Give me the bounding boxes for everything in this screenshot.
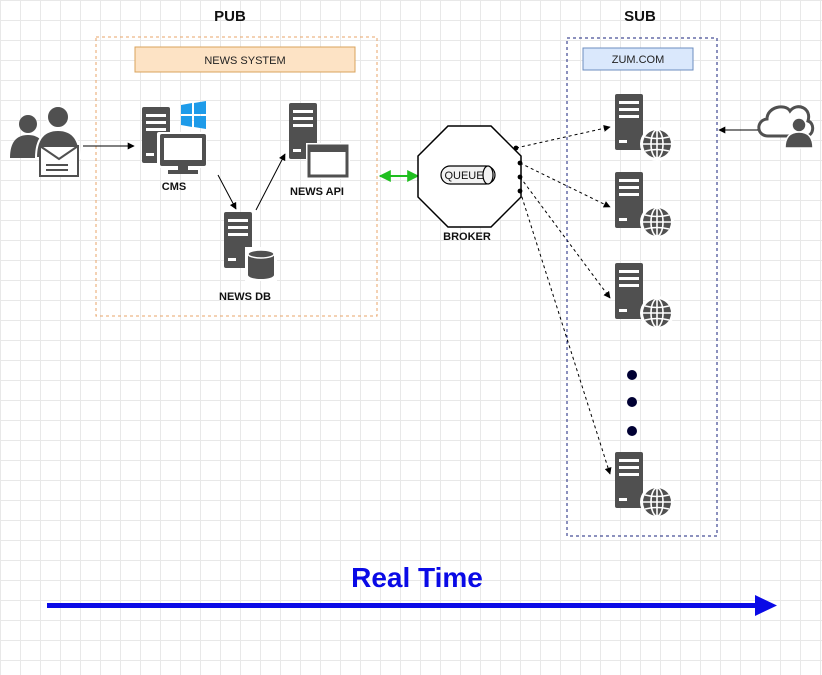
broker-label: BROKER [443,231,491,243]
ellipsis-dots [627,370,637,436]
news-system-label-box [134,46,356,73]
real-time-label: Real Time [351,562,483,593]
cms-to-db-arrow [217,174,237,210]
queue-cylinder-icon [440,165,496,185]
pub-group-box [95,36,378,317]
database-server-icon [224,212,277,281]
web-server-icon [615,452,674,519]
real-time-arrow [47,595,777,616]
web-server-icon [615,94,674,161]
web-server-icon [615,263,674,330]
cms-label: CMS [162,181,186,193]
cloud-user-icon [757,105,815,149]
server-window-icon [289,103,350,179]
db-to-api-arrow [255,153,286,211]
queue-label: QUEUE [444,170,483,182]
web-server-icon [615,172,674,239]
zum-label: ZUM.COM [612,54,665,66]
news-api-label: NEWS API [290,186,344,198]
zum-label-box [582,47,694,71]
broker-fanout-links [513,124,612,475]
pub-title: PUB [214,8,246,25]
news-system-label: NEWS SYSTEM [204,55,285,67]
sub-group-box [566,37,718,537]
sub-title: SUB [624,8,656,25]
users-envelope-icon [10,105,82,177]
news-db-label: NEWS DB [219,291,271,303]
windows-server-icon [142,101,207,174]
